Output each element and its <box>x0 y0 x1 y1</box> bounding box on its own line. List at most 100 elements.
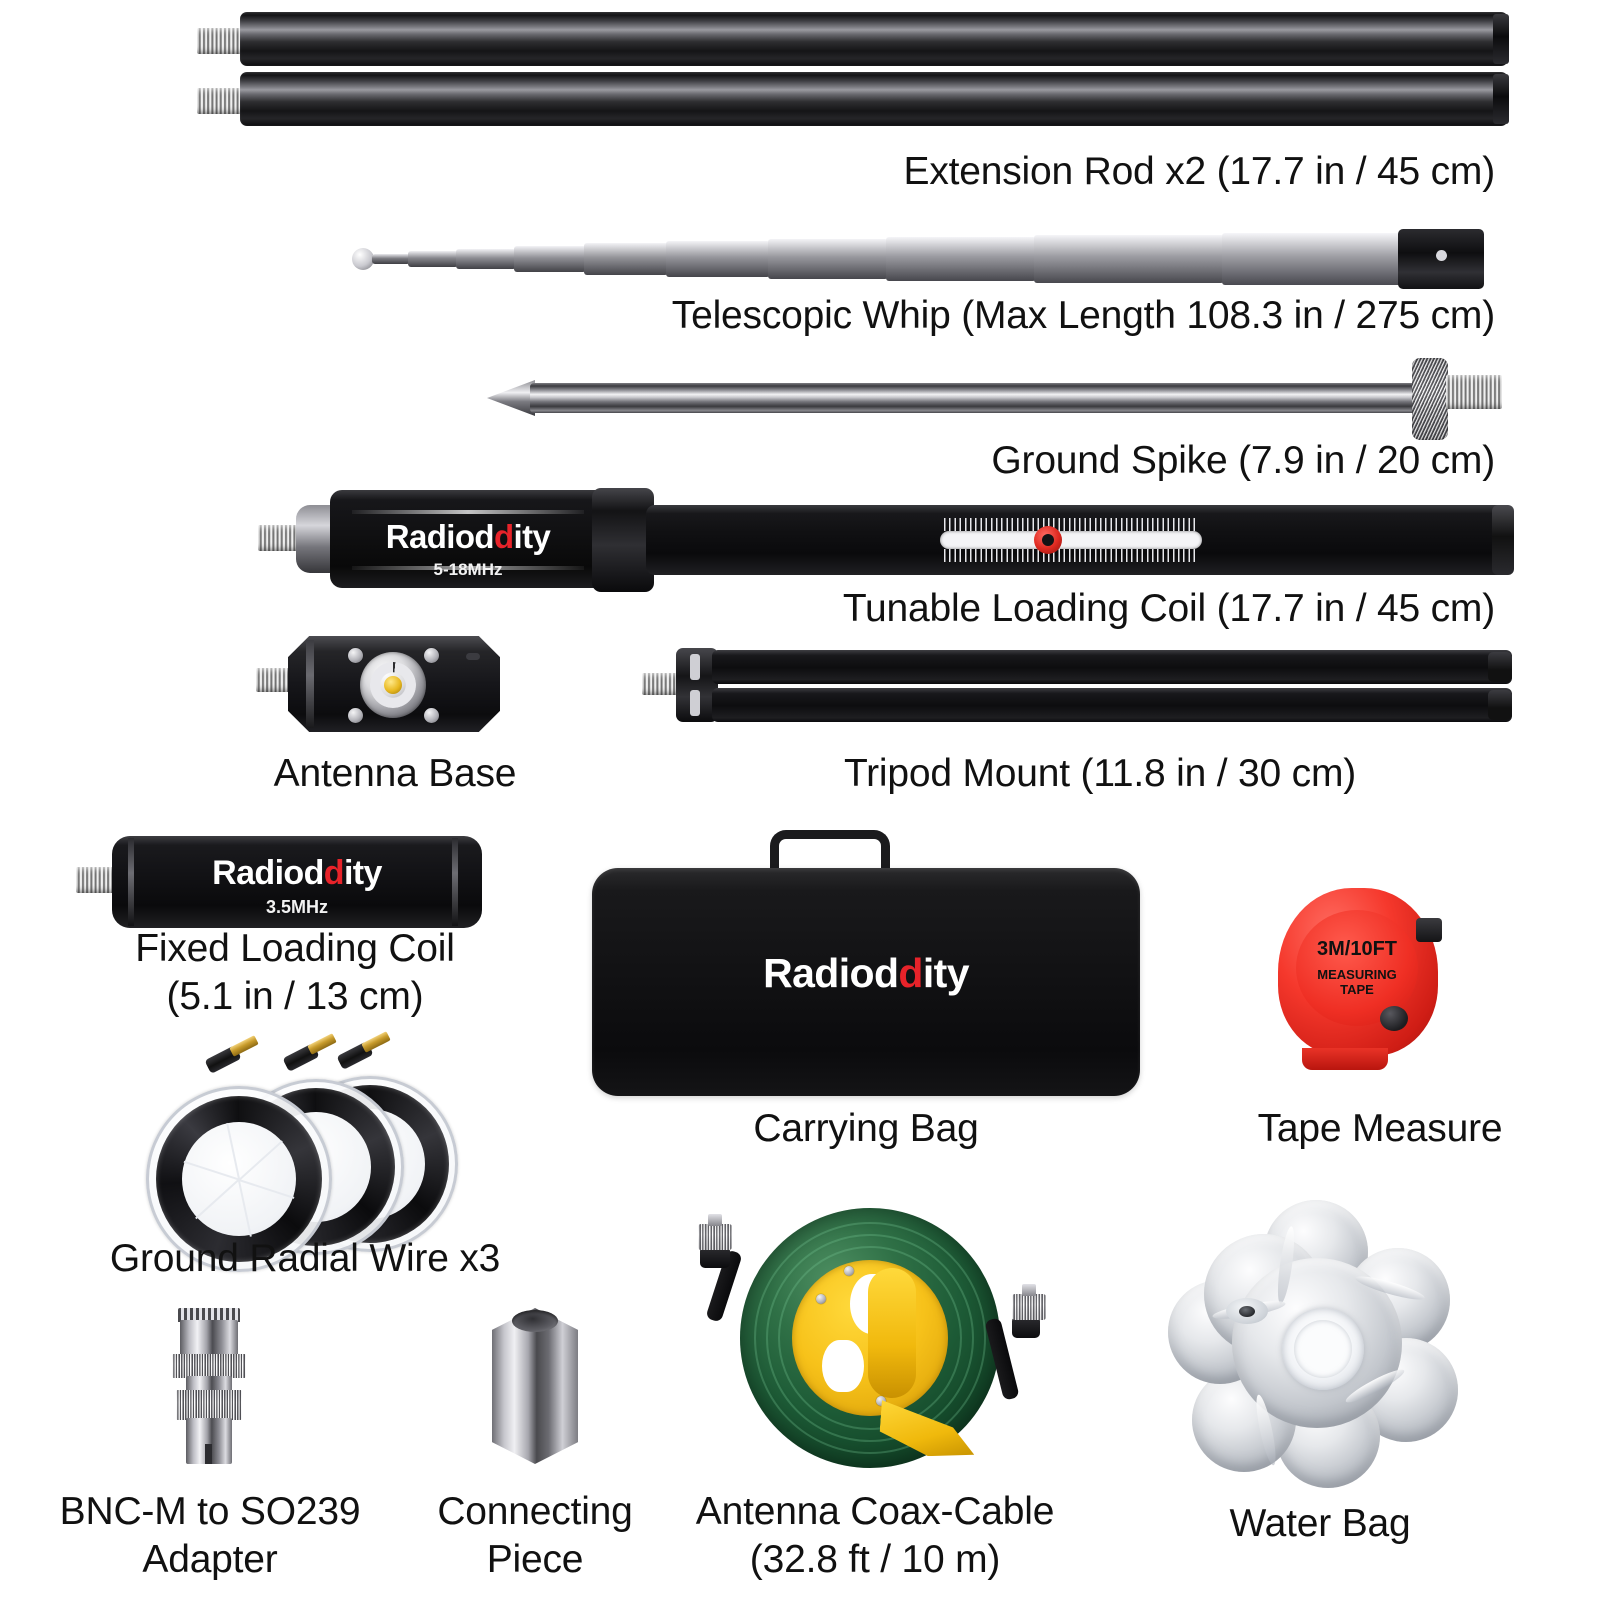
tripod-leg-2 <box>712 688 1512 722</box>
ground-spike-thumb-wheel <box>1412 358 1448 440</box>
tunable-coil-scale-ticks-bottom <box>944 549 1198 562</box>
bnc-so239-knurl <box>172 1354 246 1378</box>
water-bag-label: Water Bag <box>1229 1502 1411 1545</box>
tape-measure-text-line2: TAPE <box>1340 982 1374 998</box>
ground-radial-coil-1 <box>146 1086 332 1272</box>
whip-base-hole <box>1436 250 1447 261</box>
tunable-coil-collar <box>592 488 654 592</box>
tape-measure-size-text: 3M/10FT <box>1316 938 1398 961</box>
ground-radial-plug-pin-3 <box>361 1031 391 1053</box>
whip-segment-7 <box>768 239 888 279</box>
tripod-mount-thread <box>642 673 682 695</box>
coax-left-pl259[interactable] <box>698 1224 732 1250</box>
fixed-coil-ridge-left <box>128 838 134 926</box>
tunable-coil-end-cap <box>1492 505 1514 575</box>
tunable-coil-highlight-top <box>352 510 584 514</box>
coax-left-boot <box>700 1246 730 1268</box>
whip-segment-3 <box>456 249 516 269</box>
bnc-adapter-waist <box>186 1376 232 1392</box>
tripod-mount-label: Tripod Mount (11.8 in / 30 cm) <box>843 752 1357 795</box>
fixed-coil-frequency-mark: 3.5MHz <box>265 897 328 917</box>
carrying-bag-body[interactable] <box>592 868 1140 1096</box>
extension-rod-1-thread <box>197 28 245 54</box>
tape-measure-base <box>1302 1048 1388 1070</box>
extension-rod-2-thread <box>197 88 245 114</box>
fixed-coil-ridge-right <box>452 838 458 926</box>
so239-center-pin <box>384 676 402 694</box>
tripod-leg-1 <box>712 650 1512 684</box>
bnc-so239-crown <box>178 1308 240 1322</box>
telescopic-whip-label: Telescopic Whip (Max Length 108.3 in / 2… <box>671 294 1495 337</box>
bnc-so239-shell <box>180 1320 238 1356</box>
tunable-coil-knob-center <box>1042 534 1054 546</box>
antenna-base-screw-bl <box>348 708 363 723</box>
coax-right-pl259-tip <box>1022 1284 1036 1296</box>
tape-measure-lock-button[interactable] <box>1380 1006 1408 1031</box>
tape-measure-blade-exit <box>1416 918 1442 942</box>
tripod-leg-1-foot <box>1488 652 1512 682</box>
fixed-loading-coil-label: Fixed Loading Coil (5.1 in / 13 cm) <box>135 927 455 1018</box>
so239-connector[interactable] <box>360 652 426 718</box>
antenna-base-ridge <box>306 640 314 728</box>
extension-rod-2-end <box>1493 74 1509 124</box>
tape-measure-label-text: Tape Measure <box>1257 1107 1503 1150</box>
tunable-coil-scale-window <box>940 531 1202 549</box>
tunable-coil-barrel <box>330 490 630 588</box>
carrying-bag-handle[interactable] <box>770 830 890 870</box>
whip-tip-ball <box>352 248 374 270</box>
bnc-male-knurl <box>176 1390 242 1420</box>
tunable-coil-highlight-bottom <box>352 566 584 570</box>
whip-segment-2 <box>408 251 458 267</box>
fixed-coil-thread <box>76 867 118 893</box>
antenna-coax-cable-label: Antenna Coax-Cable (32.8 ft / 10 m) <box>695 1490 1055 1581</box>
extension-rod-2-body <box>240 72 1508 126</box>
bnc-male-center-pin <box>205 1444 212 1464</box>
extension-rod-1-end <box>1493 14 1509 64</box>
tunable-loading-coil-label: Tunable Loading Coil (17.7 in / 45 cm) <box>842 587 1495 630</box>
tunable-coil-adjust-knob[interactable] <box>1034 526 1062 554</box>
extension-rod-1-body <box>240 12 1508 66</box>
coax-reel <box>740 1208 1000 1468</box>
whip-segment-10 <box>1222 233 1402 285</box>
tunable-coil-scale-ticks-top <box>944 518 1198 531</box>
ground-radial-plug-pin-2 <box>307 1033 337 1055</box>
coax-right-pl259[interactable] <box>1012 1294 1046 1320</box>
tunable-coil-frequency-mark: 5-18MHz <box>433 560 503 579</box>
whip-segment-8 <box>886 237 1036 281</box>
tape-measure-text-line1: MEASURING <box>1317 966 1397 982</box>
whip-segment-9 <box>1034 235 1224 283</box>
carrying-bag-brand-mark: Radioddity <box>763 950 969 996</box>
whip-segment-6 <box>666 241 770 277</box>
ground-spike-label: Ground Spike (7.9 in / 20 cm) <box>991 439 1495 482</box>
ground-spike-shaft <box>530 383 1420 413</box>
tunable-coil-brand-mark: Radioddity <box>385 518 551 555</box>
water-bag-valve[interactable] <box>1239 1306 1255 1317</box>
antenna-base-screw-br <box>424 708 439 723</box>
coax-left-pl259-tip <box>708 1214 722 1226</box>
antenna-base-screw-tl <box>348 648 363 663</box>
fixed-coil-brand-mark: Radioddity <box>212 854 382 892</box>
whip-segment-4 <box>514 246 586 272</box>
tripod-leg-2-foot <box>1488 690 1512 720</box>
carrying-bag-label: Carrying Bag <box>753 1107 979 1150</box>
coax-reel-grip[interactable] <box>868 1268 916 1398</box>
whip-segment-1 <box>372 254 410 264</box>
tape-measure-label: 3M/10FT MEASURING TAPE <box>1296 910 1418 1026</box>
connecting-piece-label: Connecting Piece <box>437 1490 633 1581</box>
connecting-piece-hex-body <box>492 1308 578 1464</box>
water-bag-center-hole <box>1294 1320 1352 1378</box>
connecting-piece-bore <box>512 1310 558 1332</box>
whip-segment-5 <box>584 243 668 275</box>
ground-radial-wire-label: Ground Radial Wire x3 <box>109 1237 501 1280</box>
ground-radial-plug-pin-1 <box>229 1035 259 1057</box>
antenna-base-screw-tr <box>424 648 439 663</box>
tripod-mount-clamp-top <box>690 654 700 680</box>
water-bag-body <box>1168 1198 1458 1488</box>
fixed-coil-body <box>112 836 482 928</box>
bnc-adapter-label: BNC-M to SO239 Adapter <box>59 1490 361 1581</box>
extension-rod-label: Extension Rod x2 (17.7 in / 45 cm) <box>903 150 1496 193</box>
antenna-base-vent <box>466 653 480 660</box>
coax-right-boot <box>1012 1316 1040 1338</box>
ground-spike-thread <box>1446 375 1502 409</box>
